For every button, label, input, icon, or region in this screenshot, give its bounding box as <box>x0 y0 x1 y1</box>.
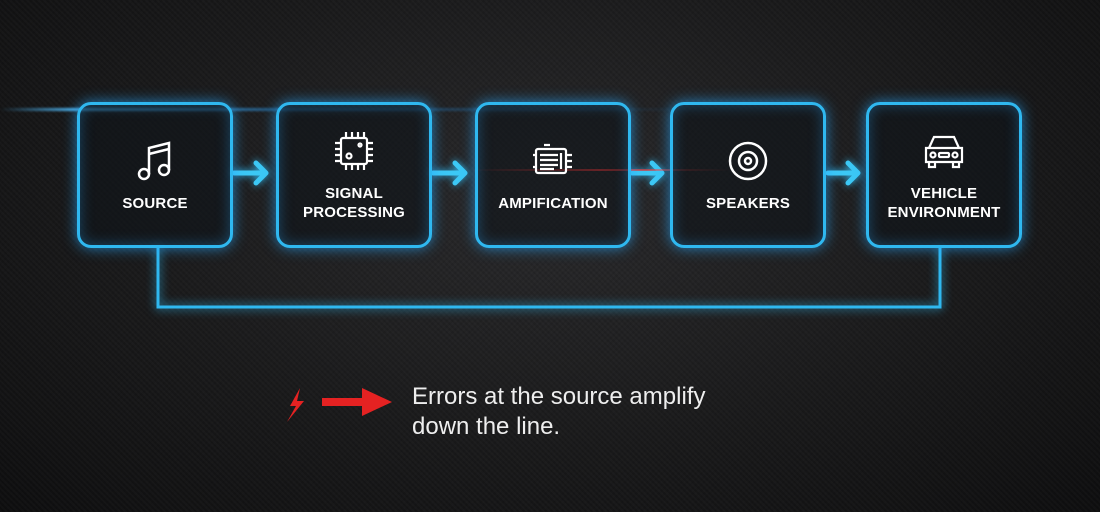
flow-arrow <box>825 160 861 186</box>
stage-source: SOURCE <box>77 102 233 248</box>
stage-signal-processing: SIGNAL PROCESSING <box>276 102 432 248</box>
stage-amplification: AMPIFICATION <box>475 102 631 248</box>
legend-graphic <box>287 388 392 422</box>
stage-label: SIGNAL PROCESSING <box>302 185 406 221</box>
red-arrow-icon <box>322 388 392 416</box>
stage-label: SPEAKERS <box>705 194 791 212</box>
flow-arrow <box>231 160 269 186</box>
chip-icon <box>335 132 373 170</box>
stage-speakers: SPEAKERS <box>670 102 826 248</box>
car-icon <box>924 135 964 169</box>
flow-arrow <box>430 160 468 186</box>
stage-label: AMPIFICATION <box>498 194 608 212</box>
stage-label: VEHICLE ENVIRONMENT <box>887 185 1001 221</box>
speaker-icon <box>728 141 768 180</box>
music-note-icon <box>137 140 171 180</box>
flow-arrow <box>629 160 665 186</box>
stage-label: SOURCE <box>122 194 188 212</box>
legend-note: Errors at the source amplify down the li… <box>412 383 706 440</box>
lightning-icon <box>287 388 304 422</box>
amplifier-icon <box>533 143 572 174</box>
stage-vehicle-environment: VEHICLE ENVIRONMENT <box>866 102 1022 248</box>
